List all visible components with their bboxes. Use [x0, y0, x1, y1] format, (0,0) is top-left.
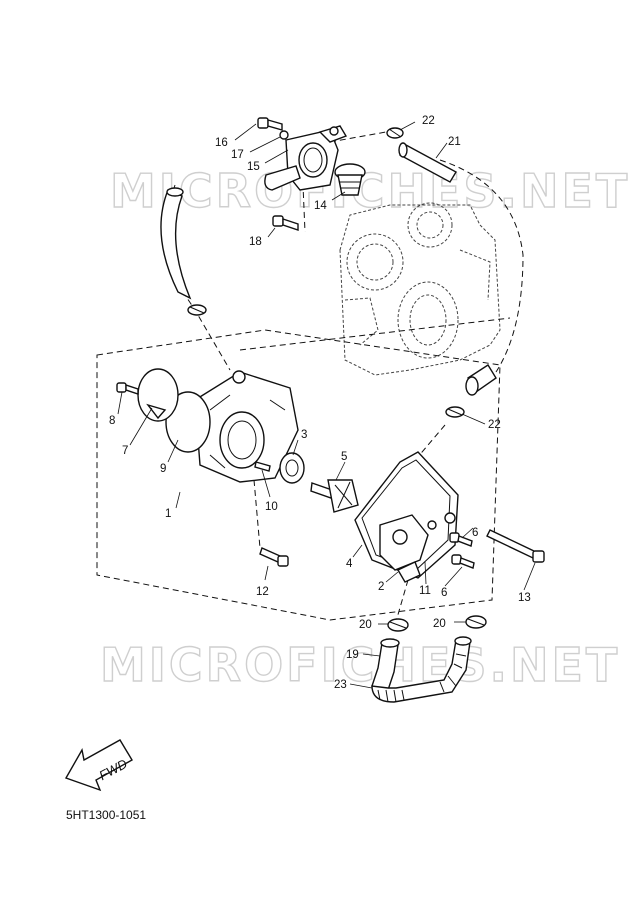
hose-upper-left [160, 187, 192, 300]
bolt-8 [116, 382, 139, 395]
clamp-22-lower [445, 406, 465, 418]
alignment-line-diagonal [239, 317, 511, 351]
bolt-18 [272, 215, 299, 231]
bolt-6-upper [449, 532, 473, 547]
callout-19: 19 [346, 649, 359, 661]
callout-12: 12 [256, 586, 269, 598]
callout-14: 14 [314, 200, 327, 212]
alignment-line-bottom [394, 579, 409, 626]
thermostat-cover [264, 125, 348, 191]
pin [254, 461, 271, 472]
callout-17: 17 [231, 149, 244, 161]
forward-arrow-icon: FWD [64, 739, 133, 792]
callout-21: 21 [448, 136, 461, 148]
bolt-12 [259, 547, 289, 567]
callout-11: 11 [419, 585, 431, 597]
lower-hose-assembly [371, 636, 472, 703]
bolt-13 [486, 529, 545, 563]
leader-lines [117, 121, 536, 689]
alignment-line-right-curve [439, 159, 524, 373]
pump-housing [194, 370, 299, 483]
callout-4: 4 [346, 558, 353, 570]
callout-20-left: 20 [359, 619, 372, 631]
callout-3: 3 [301, 429, 307, 441]
pump-cover [354, 451, 459, 583]
callout-22-top: 22 [422, 115, 435, 127]
callout-22-lower: 22 [488, 419, 501, 431]
callout-8: 8 [109, 415, 115, 427]
callout-9: 9 [160, 463, 166, 475]
drawing-code: 5HT1300-1051 [66, 808, 147, 822]
alignment-line-lower [399, 424, 446, 479]
bolt-16 [257, 117, 283, 131]
bearing [279, 452, 305, 484]
bolt-6-lower [451, 554, 475, 569]
hose-21 [398, 142, 457, 183]
alignment-line-bolt-12 [253, 479, 261, 549]
watermark-top: MICROFICHES.NET [110, 164, 630, 218]
clamp-20-right [465, 615, 487, 629]
watermark-bottom: MICROFICHES.NET [100, 638, 620, 692]
callout-20-right: 20 [433, 618, 446, 630]
callout-13: 13 [518, 592, 531, 604]
impeller-shaft [310, 479, 359, 513]
callout-2: 2 [378, 581, 384, 593]
clamp-upper-left [187, 304, 207, 316]
thermostat [334, 163, 366, 196]
cylinder-block-outline [339, 202, 501, 376]
callout-1: 1 [165, 508, 171, 520]
callout-5: 5 [341, 451, 347, 463]
washer-17 [279, 130, 289, 140]
callout-labels: 1 2 3 4 5 6 6 7 8 9 10 11 12 13 14 15 16… [109, 115, 531, 691]
hose-22-right [465, 364, 497, 396]
seal-plate [137, 368, 179, 422]
callout-18: 18 [249, 236, 262, 248]
callout-16: 16 [215, 137, 228, 149]
callout-10: 10 [265, 501, 278, 513]
callout-7: 7 [122, 445, 128, 457]
clamp-22-top [386, 127, 404, 139]
callout-6-lower: 6 [441, 587, 447, 599]
assembly-frame [96, 329, 501, 621]
callout-15: 15 [247, 161, 260, 173]
callout-23: 23 [334, 679, 347, 691]
callout-6-upper: 6 [472, 527, 478, 539]
clamp-20-left [387, 618, 409, 632]
o-ring [165, 391, 211, 453]
